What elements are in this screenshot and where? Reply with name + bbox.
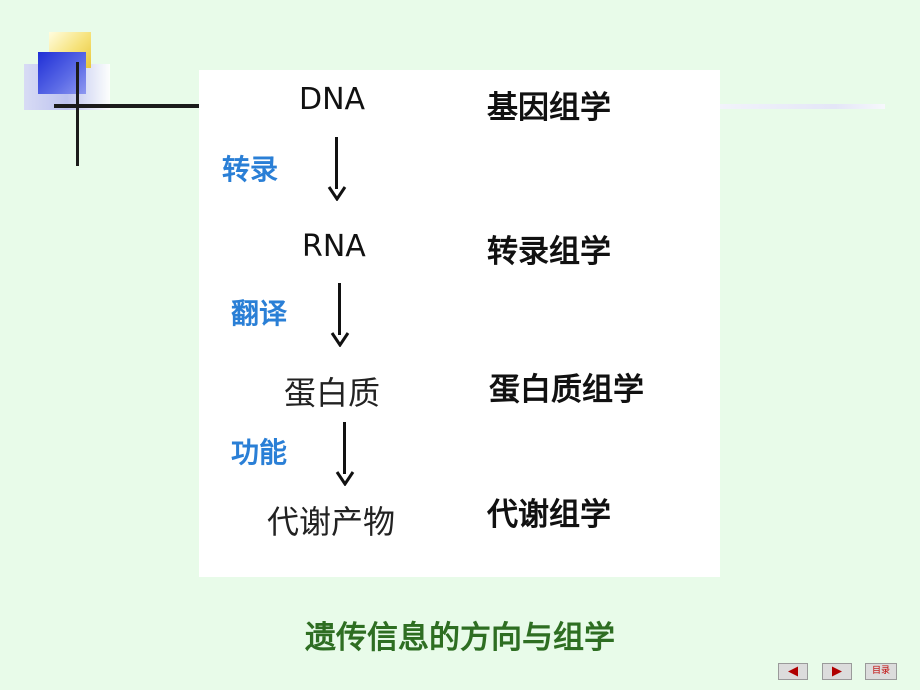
omics-genomics: 基因组学 bbox=[487, 90, 611, 126]
molecule-protein: 蛋白质 bbox=[284, 374, 381, 412]
decor-vertical-line bbox=[76, 62, 79, 166]
process-function: 功能 bbox=[231, 436, 288, 469]
decor-horizontal-line bbox=[54, 104, 204, 108]
process-transcription: 转录 bbox=[222, 153, 279, 186]
molecule-rna: RNA bbox=[302, 229, 366, 264]
process-translation: 翻译 bbox=[231, 297, 288, 330]
triangle-right-icon bbox=[832, 666, 842, 677]
omics-transcriptomics: 转录组学 bbox=[487, 234, 611, 270]
omics-proteomics: 蛋白质组学 bbox=[489, 372, 644, 408]
arrow-down-transcription bbox=[327, 137, 347, 201]
previous-slide-button[interactable] bbox=[778, 663, 808, 680]
next-slide-button[interactable] bbox=[822, 663, 852, 680]
decor-horizontal-line-faded bbox=[720, 104, 885, 109]
triangle-left-icon bbox=[788, 666, 798, 677]
molecule-metabolite: 代谢产物 bbox=[267, 503, 396, 541]
diagram-panel bbox=[199, 70, 720, 577]
omics-metabolomics: 代谢组学 bbox=[487, 497, 611, 533]
molecule-dna: DNA bbox=[299, 82, 366, 117]
slide-caption: 遗传信息的方向与组学 bbox=[305, 620, 615, 656]
arrow-down-function bbox=[335, 422, 355, 486]
table-of-contents-button[interactable]: 目录 bbox=[865, 663, 897, 680]
arrow-down-translation bbox=[330, 283, 350, 347]
